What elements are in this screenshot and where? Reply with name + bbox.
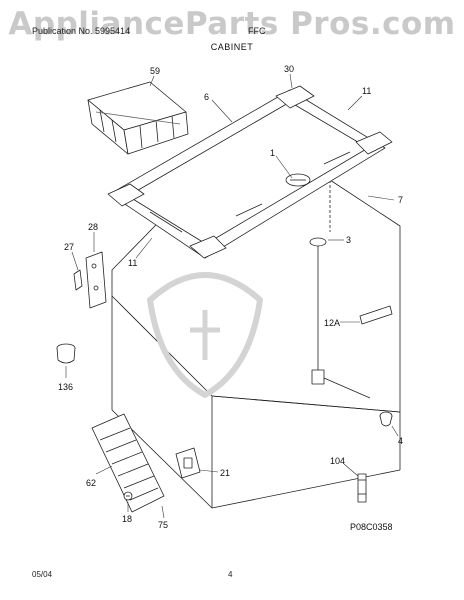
- callout-1: 1: [270, 148, 275, 158]
- callout-104: 104: [330, 456, 345, 466]
- section-title: CABINET: [210, 42, 254, 52]
- model-prefix: FFC: [248, 26, 266, 36]
- callout-62: 62: [86, 478, 96, 488]
- footer-date: 05/04: [32, 570, 53, 579]
- callout-75: 75: [158, 520, 168, 530]
- callout-30: 30: [284, 64, 294, 74]
- callout-18: 18: [122, 514, 132, 524]
- cabinet-box: [111, 179, 401, 509]
- diagram-code: P08C0358: [350, 522, 393, 532]
- callout-7: 7: [398, 195, 403, 205]
- front-grille: [91, 413, 165, 513]
- drain-cap: [379, 411, 393, 427]
- callout-6: 6: [204, 92, 209, 102]
- drain-hose: [357, 473, 367, 503]
- drain-parts: [309, 237, 393, 399]
- electrical-box: [175, 447, 201, 479]
- callout-28: 28: [88, 222, 98, 232]
- callout-4: 4: [398, 436, 403, 446]
- callout-leaders: [65, 73, 399, 519]
- lid-gasket-frame: [107, 85, 393, 259]
- storage-basket: [87, 81, 189, 155]
- callout-3: 3: [346, 235, 351, 245]
- callout-136: 136: [58, 382, 73, 392]
- callout-12a: 12A: [324, 318, 340, 328]
- leveling-foot: [56, 343, 76, 364]
- footer-page-number: 4: [228, 570, 233, 579]
- callout-labels: 59 6 30 11 1 7 28 27 11 3 12A 136 4 21 6…: [58, 64, 403, 530]
- callout-11-left: 11: [128, 258, 137, 268]
- screw-part: [123, 491, 133, 501]
- callout-59: 59: [150, 66, 160, 76]
- publication-number: Publication No. 5995414: [32, 26, 131, 36]
- callout-21: 21: [220, 468, 230, 478]
- watermark-text: ApplianceParts Pros.com: [8, 6, 456, 42]
- callout-27: 27: [64, 242, 74, 252]
- callout-11-top: 11: [362, 86, 371, 96]
- hinge-bracket: [73, 251, 107, 309]
- lock-part: [285, 173, 311, 187]
